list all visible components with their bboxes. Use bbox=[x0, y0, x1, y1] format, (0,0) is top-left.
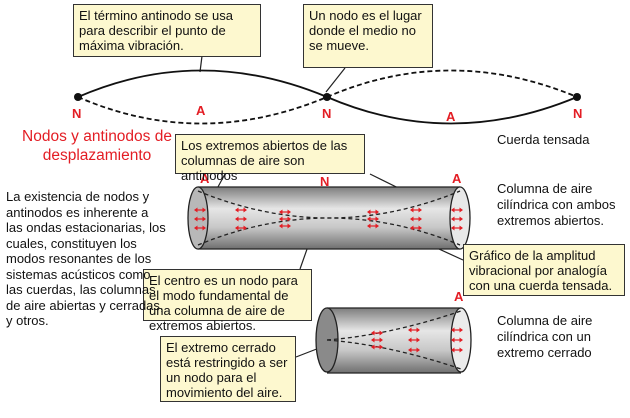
marker-n-string-center: N bbox=[322, 106, 332, 121]
callout-antinode-term: El término antinodo se usa para describi… bbox=[73, 4, 261, 57]
callout-open-ends: Los extremos abiertos de las columnas de… bbox=[175, 134, 365, 183]
marker-a-tube-right: A bbox=[452, 171, 462, 186]
marker-n-tube-center: N bbox=[320, 174, 330, 189]
description-text: La existencia de nodos y antinodos es in… bbox=[6, 189, 166, 328]
label-both-open: Columna de aire cilíndrica con ambos ext… bbox=[497, 181, 616, 228]
marker-a-closed-tube: A bbox=[454, 289, 464, 304]
callout-node-definition: Un nodo es el lugar donde el medio no se… bbox=[303, 4, 433, 68]
string-wave bbox=[74, 69, 581, 125]
callout-center-node: El centro es un nodo para el modo fundam… bbox=[143, 269, 312, 333]
marker-n-string-left: N bbox=[72, 106, 82, 121]
string-node-center bbox=[323, 93, 331, 101]
callout-amplitude-graph: Gráfico de la amplitud vibracional por a… bbox=[463, 244, 625, 296]
marker-n-string-right: N bbox=[573, 106, 583, 121]
marker-a-tube-left: A bbox=[200, 172, 209, 186]
closed-tube bbox=[315, 307, 472, 374]
label-one-closed: Columna de aire cilíndrica con un extrem… bbox=[497, 313, 593, 360]
callout-closed-end: El extremo cerrado está restringido a se… bbox=[160, 336, 296, 402]
diagram-title: Nodos y antinodos de desplazamiento bbox=[22, 128, 172, 164]
marker-a-string-left: A bbox=[196, 103, 206, 118]
string-node-left bbox=[74, 93, 82, 101]
label-string: Cuerda tensada bbox=[497, 132, 590, 147]
marker-a-string-right: A bbox=[446, 109, 456, 124]
open-tube bbox=[187, 186, 471, 250]
string-node-right bbox=[573, 93, 581, 101]
